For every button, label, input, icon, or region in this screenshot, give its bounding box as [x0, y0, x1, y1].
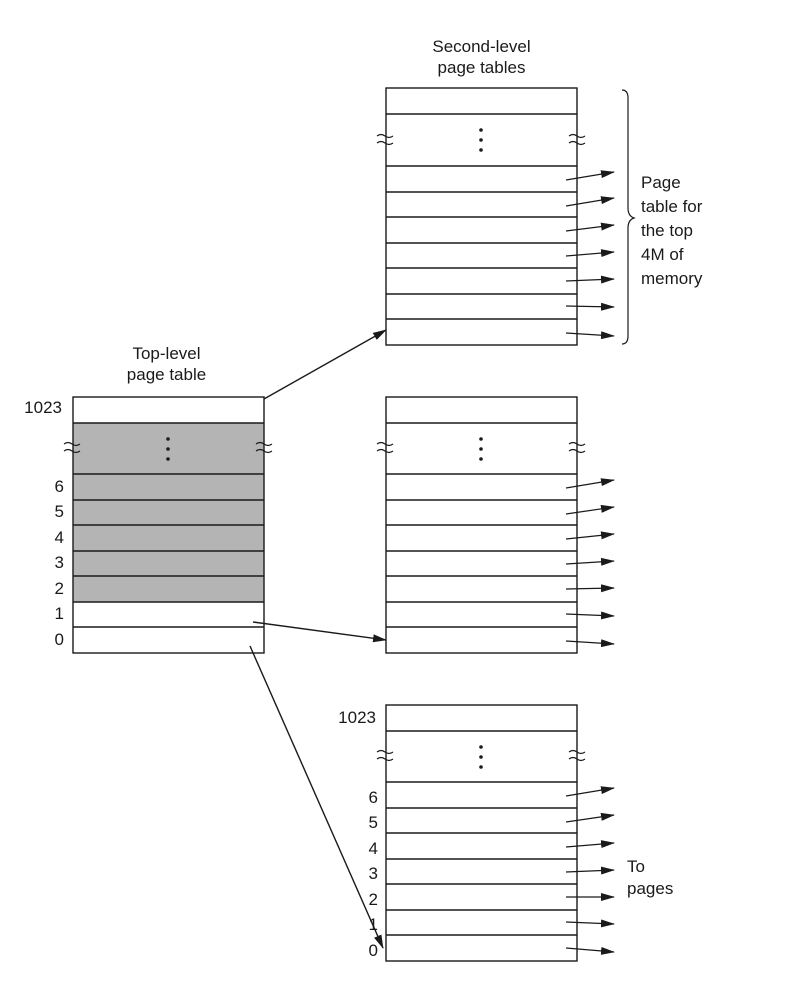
bracket-note: Page table for the top 4M of memory: [641, 173, 703, 288]
second-level-table-bottom: [376, 704, 615, 962]
second-level-table-middle: [376, 396, 615, 654]
top-level-page-table: [63, 396, 273, 654]
bottom-table-index: 5: [368, 813, 378, 832]
bottom-table-index-1023: 1023: [338, 708, 376, 727]
second-level-table-top: [376, 87, 636, 346]
bottom-table-index: 1: [368, 915, 378, 934]
bottom-table-index: 6: [368, 788, 378, 807]
break-mark-icon: [255, 441, 273, 454]
top-table-index: 1: [54, 604, 64, 623]
top-table-index-1023: 1023: [24, 398, 62, 417]
top-table-index: 6: [54, 477, 64, 496]
top-level-title: Top-level page table: [126, 344, 207, 384]
top-table-index: 0: [54, 630, 64, 649]
pointer-1-arrow: [252, 621, 387, 643]
pointer-1023-arrow: [263, 329, 387, 400]
top-table-index: 4: [54, 528, 64, 547]
top-table-index: 5: [54, 502, 64, 521]
bottom-table-index: 3: [368, 864, 378, 883]
shaded-entries: [73, 423, 264, 602]
second-level-title: Second-level page tables: [432, 37, 531, 77]
bottom-table-index: 0: [368, 941, 378, 960]
bottom-table-index: 2: [368, 890, 378, 909]
to-pages-label: To pages: [627, 857, 674, 898]
break-mark-icon: [63, 441, 81, 454]
top-table-index: 3: [54, 553, 64, 572]
brace-icon: [621, 89, 636, 345]
bottom-table-index: 4: [368, 839, 378, 858]
pointer-0-arrow: [249, 645, 384, 949]
top-table-index: 2: [54, 579, 64, 598]
